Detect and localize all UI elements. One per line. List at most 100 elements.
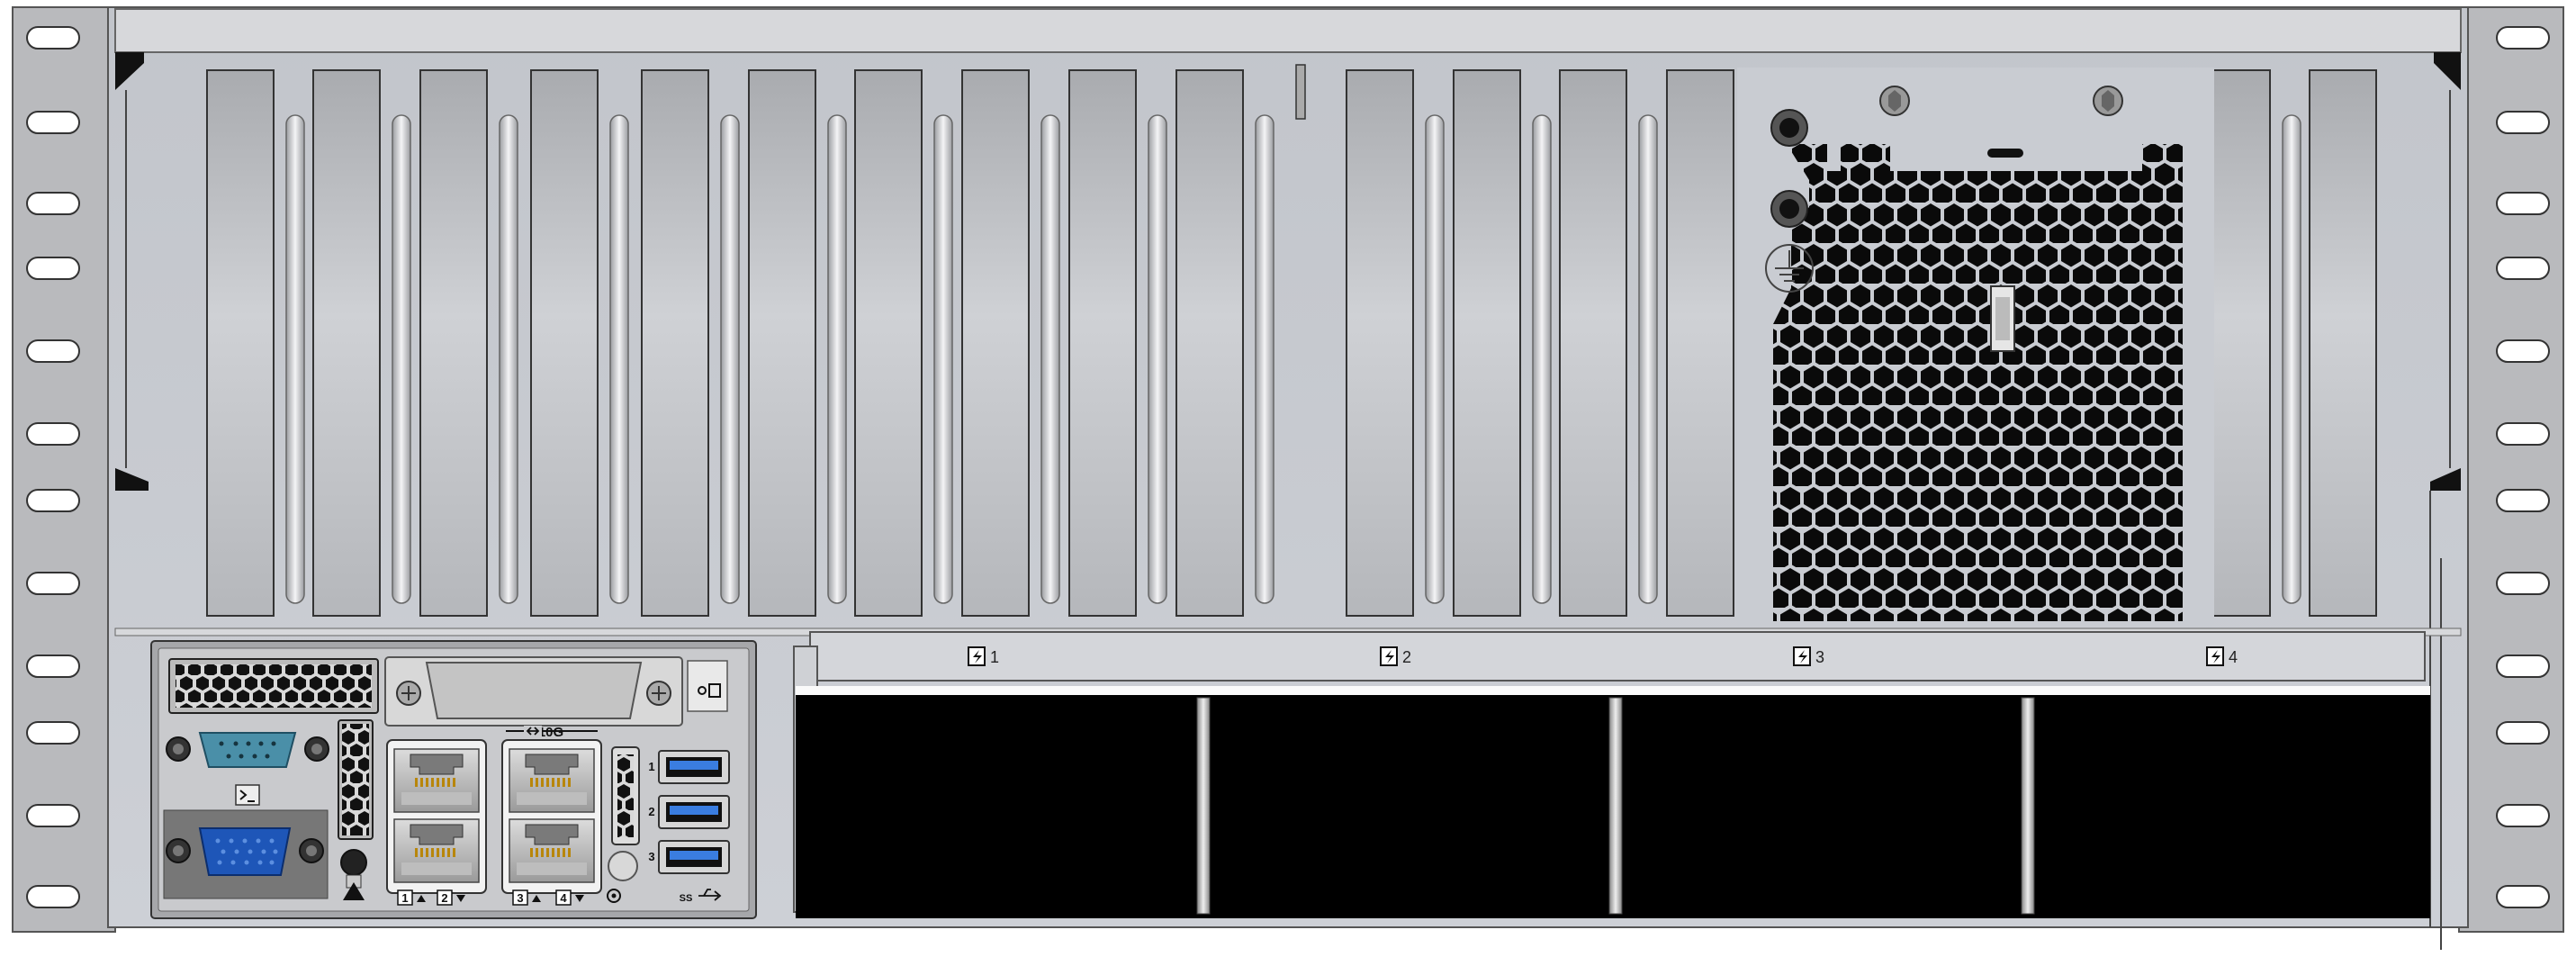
slot-rib	[2282, 114, 2301, 604]
rack-mount-hole	[2496, 111, 2550, 134]
usb-port-3[interactable]: 3	[648, 840, 730, 874]
io-vent	[168, 658, 379, 714]
usb-port-2[interactable]: 2	[648, 795, 730, 829]
usb-ss-text: SS	[680, 893, 693, 904]
rack-mount-hole	[2496, 192, 2550, 215]
psu-number: 1	[990, 648, 999, 666]
rack-mount-hole	[2496, 721, 2550, 745]
link-arrow-icon	[532, 895, 541, 902]
pcie-slot-cover	[419, 69, 488, 617]
usb-icon	[698, 889, 722, 901]
remote-management-icon	[687, 660, 728, 712]
network-port-3[interactable]	[509, 748, 595, 813]
slot-rib	[933, 114, 953, 604]
rack-mount-hole	[2496, 26, 2550, 50]
grille-fasteners	[1879, 86, 2123, 116]
rack-mount-hole	[2496, 804, 2550, 827]
usb-port-number: 1	[648, 760, 654, 773]
network-port-label: 4	[555, 889, 584, 906]
10g-label-group: 10G	[506, 725, 598, 740]
rack-mount-hole	[26, 257, 80, 280]
usb-port-number: 3	[648, 850, 654, 863]
vga-port[interactable]	[163, 809, 329, 899]
pcie-slot-cover	[312, 69, 381, 617]
slot-rib	[827, 114, 847, 604]
rack-ear-left	[12, 6, 116, 933]
psu-dividers	[1196, 697, 2035, 915]
slot-rib	[285, 114, 305, 604]
slot-rib	[609, 114, 629, 604]
rack-mount-hole	[2496, 885, 2550, 908]
slot-rib	[1532, 114, 1552, 604]
slot-divider-tab	[1295, 64, 1306, 120]
pcie-slot-cover	[1453, 69, 1521, 617]
10g-speed-label: 10G	[538, 725, 563, 740]
pcie-slot-cover	[2309, 69, 2377, 617]
port-number: 4	[560, 891, 567, 905]
pcie-slot-cover	[206, 69, 275, 617]
ground-posts	[1770, 109, 1808, 228]
psu-bay-divider	[2021, 697, 2035, 915]
pcie-slot-cover	[961, 69, 1030, 617]
locate-button[interactable]	[607, 851, 638, 903]
rack-mount-hole	[26, 804, 80, 827]
pcie-slot-cover	[854, 69, 923, 617]
psu-label: 4	[2206, 646, 2238, 666]
rack-mount-hole	[2496, 655, 2550, 678]
io-vent-vertical	[338, 719, 374, 840]
link-arrow-icon	[456, 895, 465, 902]
psu-label: 1	[968, 646, 999, 666]
rack-mount-hole	[2496, 257, 2550, 280]
audio-jack[interactable]	[340, 849, 367, 889]
bolt-icon	[2211, 650, 2220, 664]
pcie-slot-cover	[530, 69, 599, 617]
rack-mount-hole	[2496, 422, 2550, 446]
rack-mount-hole	[26, 192, 80, 215]
slot-rib	[720, 114, 740, 604]
network-link-icon	[526, 727, 540, 736]
pcie-slot-cover	[1666, 69, 1734, 617]
bolt-icon	[973, 650, 982, 664]
network-port-label: 1	[397, 889, 426, 906]
ground-icon	[1765, 244, 1814, 293]
psu-label: 3	[1793, 646, 1824, 666]
port-number: 3	[517, 891, 523, 905]
pcie-slot-cover	[1068, 69, 1137, 617]
warning-icon	[343, 882, 365, 900]
release-latch[interactable]	[1987, 149, 2023, 352]
slot-rib	[1148, 114, 1167, 604]
psu-number: 4	[2229, 648, 2238, 666]
usb-port-1[interactable]: 1	[648, 750, 730, 784]
slot-rib	[1425, 114, 1445, 604]
dvi-port-blank	[384, 656, 683, 727]
network-port-4[interactable]	[509, 818, 595, 883]
serial-port[interactable]	[166, 732, 329, 768]
rack-mount-hole	[26, 422, 80, 446]
port-number: 2	[441, 891, 447, 905]
network-port-1[interactable]	[393, 748, 480, 813]
network-port-2[interactable]	[393, 818, 480, 883]
psu-bay-divider	[1196, 697, 1211, 915]
pcie-slot-cover	[748, 69, 816, 617]
psu-number: 3	[1815, 648, 1824, 666]
rack-mount-hole	[26, 655, 80, 678]
slot-rib	[1040, 114, 1060, 604]
link-arrow-icon	[575, 895, 584, 902]
bolt-icon	[1385, 650, 1394, 664]
psu-label-strip	[809, 631, 2426, 682]
usb-superspeed-label: SS	[680, 889, 722, 904]
fan-grille	[1737, 68, 2214, 626]
network-port-label: 2	[437, 889, 465, 906]
rj45-block	[501, 739, 602, 894]
network-port-label: 3	[512, 889, 541, 906]
pcie-slot-cover	[2202, 69, 2271, 617]
pcie-slot-cover	[641, 69, 709, 617]
rack-mount-hole	[2496, 572, 2550, 595]
rack-mount-hole	[26, 111, 80, 134]
rack-mount-hole	[2496, 489, 2550, 512]
rj45-block	[386, 739, 487, 894]
bolt-icon	[1798, 650, 1807, 664]
slot-rib	[392, 114, 411, 604]
